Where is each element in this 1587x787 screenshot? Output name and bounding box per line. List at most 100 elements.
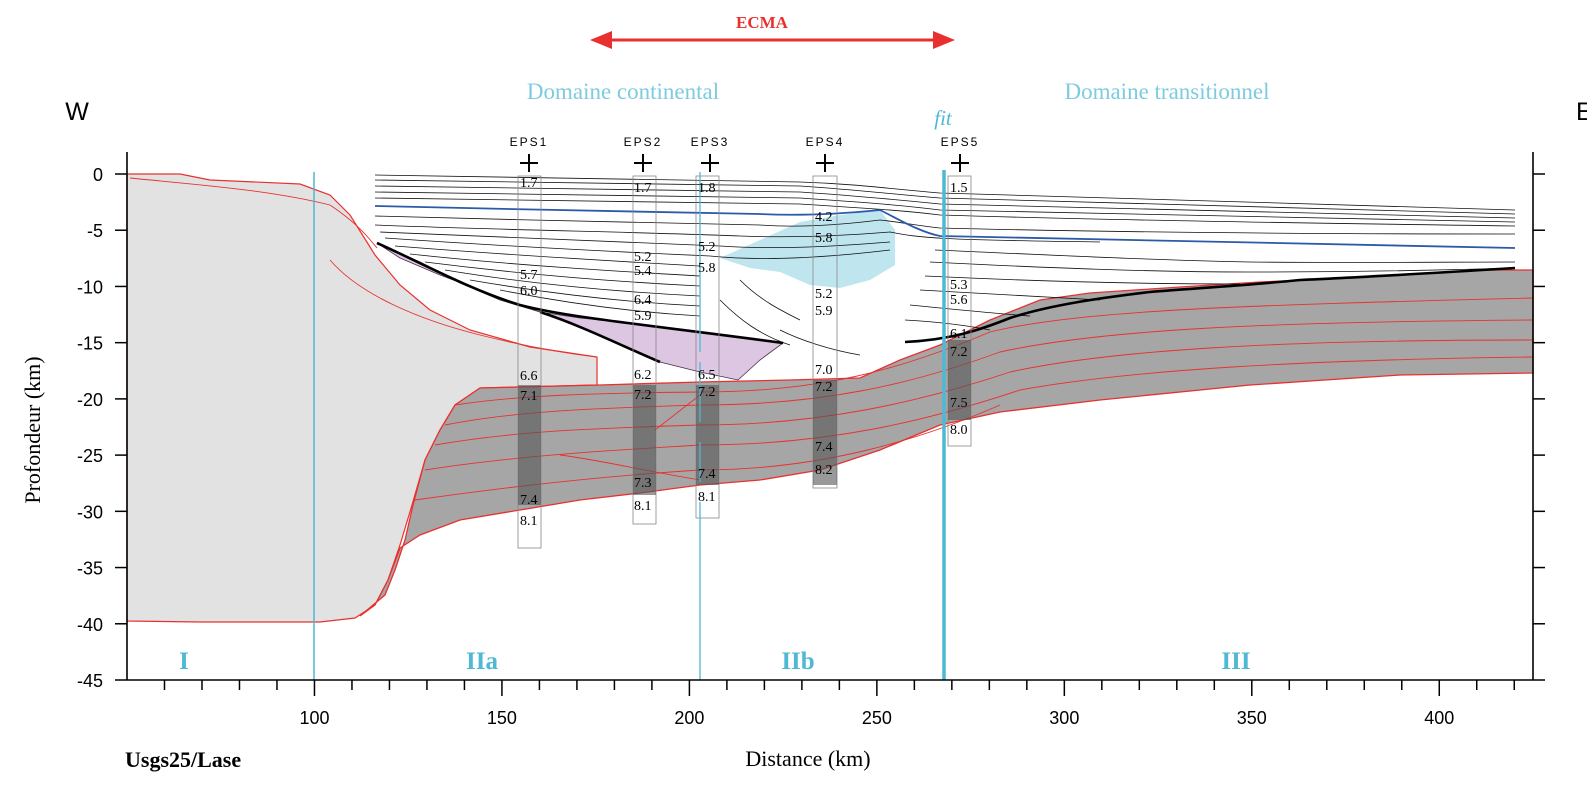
blue-horizon bbox=[374, 205, 1516, 249]
eps5-value: 6.1 bbox=[950, 327, 968, 342]
eps1-column bbox=[517, 175, 542, 549]
eps4-value: 4.2 bbox=[815, 210, 833, 225]
eps4-value: 5.2 bbox=[815, 287, 833, 302]
east-label: E bbox=[1576, 98, 1587, 126]
eps2-value: 5.4 bbox=[634, 264, 652, 279]
eps2-value: 6.4 bbox=[634, 293, 652, 308]
y-ticks: 0 -5 -10 -15 -20 -25 -30 -35 -40 -45 bbox=[77, 165, 1545, 691]
eps2-value: 8.1 bbox=[634, 499, 652, 514]
y-axis-label: Profondeur (km) bbox=[20, 356, 45, 503]
eps4-value: 7.4 bbox=[815, 440, 833, 455]
y-tick-label: -10 bbox=[77, 277, 103, 297]
eps5-value: 5.3 bbox=[950, 278, 968, 293]
domain-transitionnel-label: Domaine transitionnel bbox=[1064, 79, 1269, 104]
x-ticks: 100 150 200 250 300 350 400 bbox=[163, 680, 1516, 728]
x-tick-label: 200 bbox=[674, 708, 704, 728]
x-tick-label: 350 bbox=[1237, 708, 1267, 728]
domain-IIb-label: IIb bbox=[781, 648, 814, 675]
y-tick-label: -20 bbox=[77, 390, 103, 410]
eps1-value: 8.1 bbox=[520, 514, 538, 529]
eps2-value: 5.9 bbox=[634, 309, 652, 324]
station-eps5-marker bbox=[951, 154, 969, 172]
eps3-value: 6.5 bbox=[698, 368, 716, 383]
y-tick-label: -25 bbox=[77, 446, 103, 466]
transitional-crust-fill bbox=[359, 269, 1534, 617]
y-tick-label: 0 bbox=[93, 165, 103, 185]
station-eps1-marker bbox=[520, 154, 538, 172]
station-eps3-name: EPS3 bbox=[691, 135, 730, 149]
eps5-column-dark bbox=[948, 340, 971, 420]
eps5-value: 1.5 bbox=[950, 181, 968, 196]
eps3-value: 8.1 bbox=[698, 490, 716, 505]
axes-frame bbox=[126, 152, 1534, 681]
domain-I-label: I bbox=[179, 648, 189, 675]
domain-continental-label: Domaine continental bbox=[527, 79, 719, 104]
x-tick-label: 300 bbox=[1049, 708, 1079, 728]
lightblue-body bbox=[720, 210, 895, 288]
y-tick-label: -15 bbox=[77, 334, 103, 354]
profile-name: Usgs25/Lase bbox=[125, 747, 241, 772]
eps4-column bbox=[812, 175, 838, 489]
eps4-value: 8.2 bbox=[815, 463, 833, 478]
eps2-value: 1.7 bbox=[634, 181, 652, 196]
west-label: W bbox=[65, 98, 89, 126]
station-eps3-marker bbox=[701, 154, 719, 172]
eps2-value: 5.2 bbox=[634, 250, 652, 265]
eps3-value: 7.2 bbox=[698, 385, 716, 400]
eps1-value: 7.4 bbox=[520, 493, 538, 508]
x-tick-label: 100 bbox=[299, 708, 329, 728]
domain-IIa-label: IIa bbox=[466, 648, 498, 675]
basement-top bbox=[376, 241, 1516, 364]
domain-boundaries bbox=[313, 170, 946, 680]
fit-label: fit bbox=[934, 106, 953, 130]
domain-labels: I IIa IIb III bbox=[179, 648, 1250, 675]
eps2-value: 7.2 bbox=[634, 388, 652, 403]
eps5-value: 8.0 bbox=[950, 423, 968, 438]
x-tick-label: 400 bbox=[1424, 708, 1454, 728]
eps4-value: 7.0 bbox=[815, 363, 833, 378]
station-headers: EPS1 EPS2 EPS3 EPS4 EPS5 bbox=[510, 135, 980, 172]
station-eps4-name: EPS4 bbox=[806, 135, 845, 149]
station-eps2-name: EPS2 bbox=[624, 135, 663, 149]
station-eps5-name: EPS5 bbox=[941, 135, 980, 149]
eps3-value: 5.2 bbox=[698, 240, 716, 255]
station-columns bbox=[517, 175, 972, 549]
geology-fills bbox=[126, 173, 1534, 623]
eps3-value: 5.8 bbox=[698, 261, 716, 276]
eps2-value: 7.3 bbox=[634, 476, 652, 491]
station-values: 1.7 5.7 6.0 6.6 7.1 7.4 8.1 1.7 5.2 5.4 … bbox=[520, 176, 968, 529]
ecma-label: ECMA bbox=[736, 13, 789, 32]
eps3-column-dark bbox=[696, 385, 719, 485]
eps5-value: 7.5 bbox=[950, 396, 968, 411]
domain-III-label: III bbox=[1221, 648, 1250, 675]
y-tick-label: -40 bbox=[77, 615, 103, 635]
eps4-column-dark bbox=[813, 380, 837, 485]
eps2-column bbox=[632, 175, 657, 525]
velocity-contours bbox=[129, 177, 1534, 501]
station-eps2-marker bbox=[634, 154, 652, 172]
eps1-value: 1.7 bbox=[520, 176, 538, 191]
eps4-value: 5.9 bbox=[815, 304, 833, 319]
y-tick-label: -35 bbox=[77, 559, 103, 579]
eps1-value: 5.7 bbox=[520, 268, 538, 283]
eps5-value: 7.2 bbox=[950, 345, 968, 360]
eps3-value: 7.4 bbox=[698, 467, 716, 482]
eps1-value: 7.1 bbox=[520, 389, 538, 404]
station-eps4-marker bbox=[816, 154, 834, 172]
station-eps1-name: EPS1 bbox=[510, 135, 549, 149]
eps2-value: 6.2 bbox=[634, 368, 652, 383]
x-tick-label: 150 bbox=[487, 708, 517, 728]
ecma-arrow: ECMA bbox=[590, 13, 955, 49]
eps4-value: 5.8 bbox=[815, 231, 833, 246]
eps1-value: 6.6 bbox=[520, 369, 538, 384]
eps5-value: 5.6 bbox=[950, 293, 968, 308]
x-tick-label: 250 bbox=[862, 708, 892, 728]
eps1-column-dark bbox=[518, 385, 541, 505]
eps2-column-dark bbox=[633, 385, 656, 495]
y-tick-label: -5 bbox=[87, 221, 103, 241]
eps3-column bbox=[695, 175, 720, 519]
y-tick-label: -30 bbox=[77, 502, 103, 522]
eps4-value: 7.2 bbox=[815, 380, 833, 395]
y-tick-label: -45 bbox=[77, 671, 103, 691]
